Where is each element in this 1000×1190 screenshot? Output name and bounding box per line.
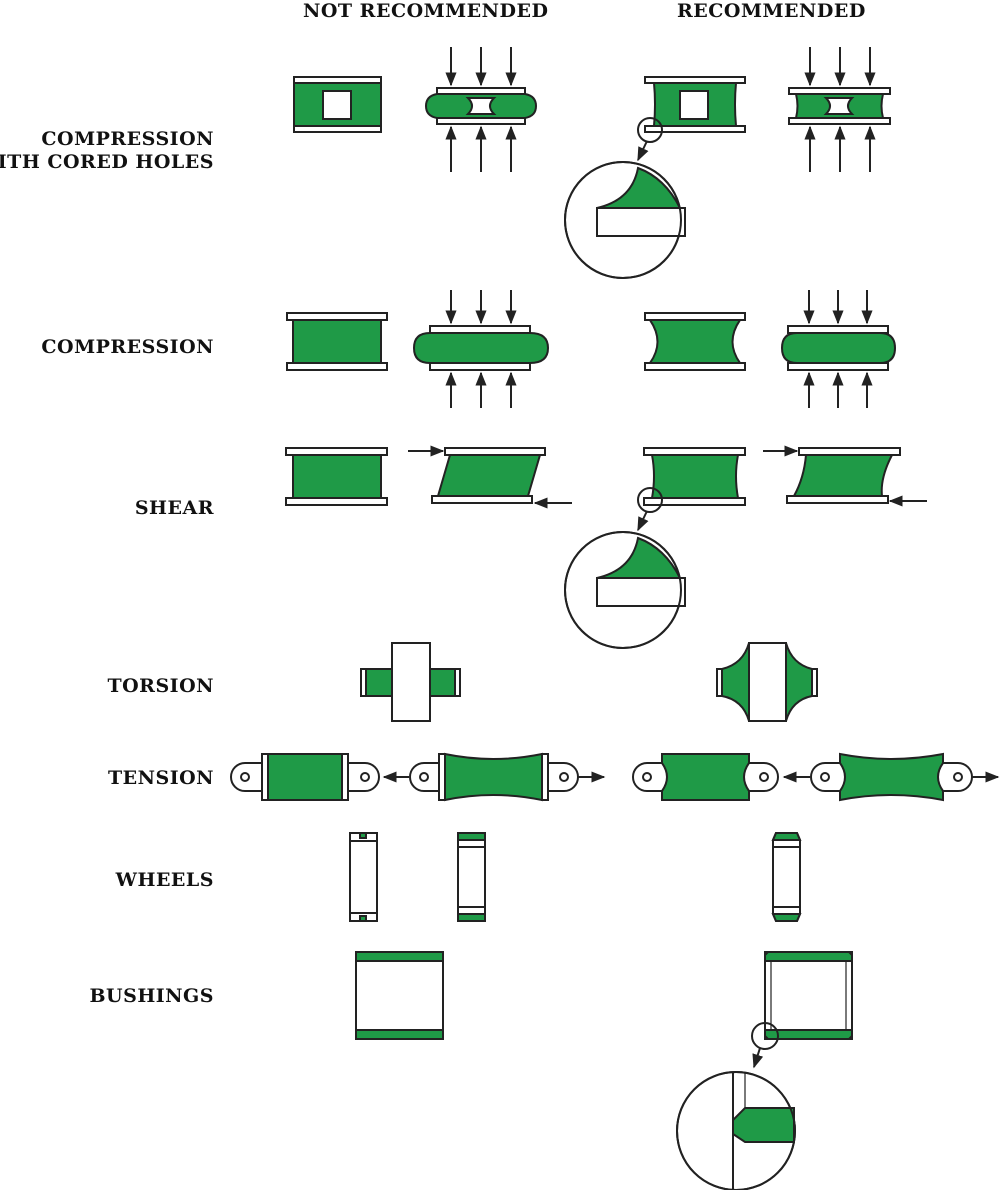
label-torsion: TORSION xyxy=(107,675,214,697)
cored-not-recommended-loaded xyxy=(424,47,538,172)
cored-recommended-flat xyxy=(637,76,746,162)
wheel-recommended xyxy=(771,832,802,922)
compression-recommended-loaded xyxy=(780,290,897,408)
shear-recommended-flat xyxy=(637,447,746,532)
wheel-not-recommended-a xyxy=(349,832,378,922)
torsion-recommended xyxy=(716,642,818,722)
tension-recommended-loaded xyxy=(782,752,1000,802)
bushing-not-recommended xyxy=(355,951,444,1040)
cored-detail-magnifier xyxy=(564,161,686,279)
bushing-recommended xyxy=(751,951,853,1069)
tension-not-recommended-loaded xyxy=(382,752,606,802)
cored-not-recommended-flat xyxy=(293,76,382,133)
torsion-not-recommended xyxy=(360,642,461,722)
label-compression-cored-line1: COMPRESSION xyxy=(41,128,214,150)
wheel-not-recommended-b xyxy=(457,832,486,922)
compression-recommended-flat xyxy=(644,312,746,371)
compression-not-recommended-flat xyxy=(286,312,388,371)
compression-not-recommended-loaded xyxy=(412,290,550,408)
header-not-recommended: NOT RECOMMENDED xyxy=(303,0,549,22)
bushing-detail-magnifier xyxy=(676,1071,796,1190)
tension-not-recommended-flat xyxy=(230,753,380,801)
label-bushings: BUSHINGS xyxy=(89,985,214,1007)
label-compression-cored-line2: WITH CORED HOLES xyxy=(0,151,214,173)
shear-not-recommended-flat xyxy=(285,447,388,506)
label-shear: SHEAR xyxy=(134,497,214,519)
shear-detail-magnifier xyxy=(564,531,686,649)
cored-recommended-loaded xyxy=(788,47,891,172)
label-compression: COMPRESSION xyxy=(41,336,214,358)
label-wheels: WHEELS xyxy=(115,869,214,891)
shear-not-recommended-loaded xyxy=(408,445,572,509)
tension-recommended-flat xyxy=(632,753,779,801)
label-tension: TENSION xyxy=(107,767,214,789)
label-compression-cored: COMPRESSION WITH CORED HOLES xyxy=(0,128,214,174)
shear-recommended-loaded xyxy=(763,445,927,507)
header-recommended: RECOMMENDED xyxy=(677,0,866,22)
